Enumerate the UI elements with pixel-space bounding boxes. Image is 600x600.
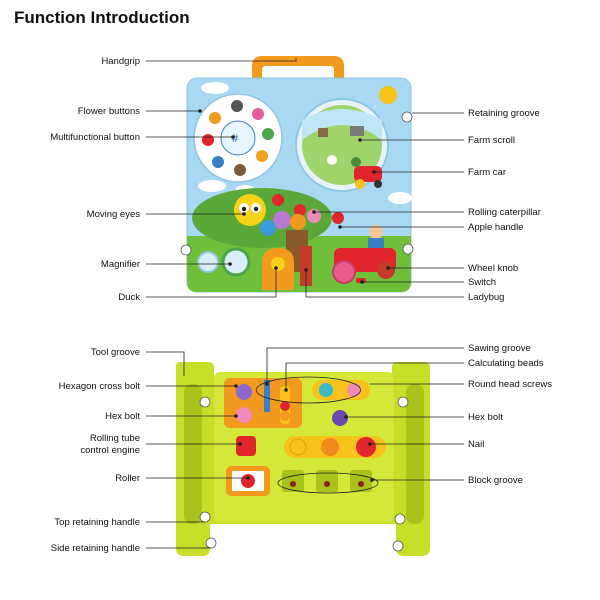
label-block-groove: Block groove	[468, 475, 523, 486]
label-round-head-screws: Round head screws	[468, 379, 552, 390]
top-leader-lines	[146, 58, 464, 298]
label-apple-handle: Apple handle	[468, 222, 523, 233]
label-hex-bolt-right: Hex bolt	[468, 412, 503, 423]
hex-bolt-right-shape	[332, 410, 348, 426]
label-handgrip: Handgrip	[101, 56, 140, 67]
label-wheel-knob: Wheel knob	[468, 263, 518, 274]
caterpillar	[234, 194, 321, 236]
label-sawing-groove: Sawing groove	[468, 343, 531, 354]
label-roller: Roller	[115, 473, 140, 484]
label-moving-eyes: Moving eyes	[87, 209, 141, 220]
label-farm-car: Farm car	[468, 167, 506, 178]
tractor-wheel	[332, 260, 356, 284]
label-magnifier: Magnifier	[101, 259, 140, 270]
label-tool-groove: Tool groove	[91, 347, 140, 358]
bottom-labels: Tool groove Hexagon cross bolt Hex bolt …	[51, 343, 552, 554]
svg-text:#: #	[232, 133, 238, 145]
sun-icon	[379, 86, 397, 104]
farm-car	[354, 166, 382, 189]
label-calculating-beads: Calculating beads	[468, 358, 544, 369]
page-title: Function Introduction	[14, 8, 190, 27]
label-hexagon-cross-bolt: Hexagon cross bolt	[59, 381, 141, 392]
label-rolling-tube-line2: control engine	[80, 445, 140, 456]
handgrip-shape	[252, 56, 344, 84]
label-hex-bolt-left: Hex bolt	[105, 411, 140, 422]
label-duck: Duck	[118, 292, 140, 303]
label-rolling-tube-line1: Rolling tube	[90, 433, 140, 444]
magnifier-lens	[221, 247, 251, 277]
activity-tray	[176, 362, 430, 556]
label-farm-scroll: Farm scroll	[468, 135, 515, 146]
label-rolling-caterpillar: Rolling caterpillar	[468, 207, 541, 218]
label-switch: Switch	[468, 277, 496, 288]
top-labels: Handgrip Flower buttons Multifunctional …	[50, 56, 541, 303]
label-ladybug: Ladybug	[468, 292, 504, 303]
bottom-leader-lines	[146, 347, 464, 549]
label-flower-buttons: Flower buttons	[78, 106, 141, 117]
label-side-retaining-handle: Side retaining handle	[51, 543, 140, 554]
activity-panel: #	[180, 56, 414, 293]
label-nail: Nail	[468, 439, 484, 450]
label-multifunctional-button: Multifunctional button	[50, 132, 140, 143]
flower-wheel: #	[193, 93, 283, 183]
label-retaining-groove: Retaining groove	[468, 108, 540, 119]
label-top-retaining-handle: Top retaining handle	[54, 517, 140, 528]
